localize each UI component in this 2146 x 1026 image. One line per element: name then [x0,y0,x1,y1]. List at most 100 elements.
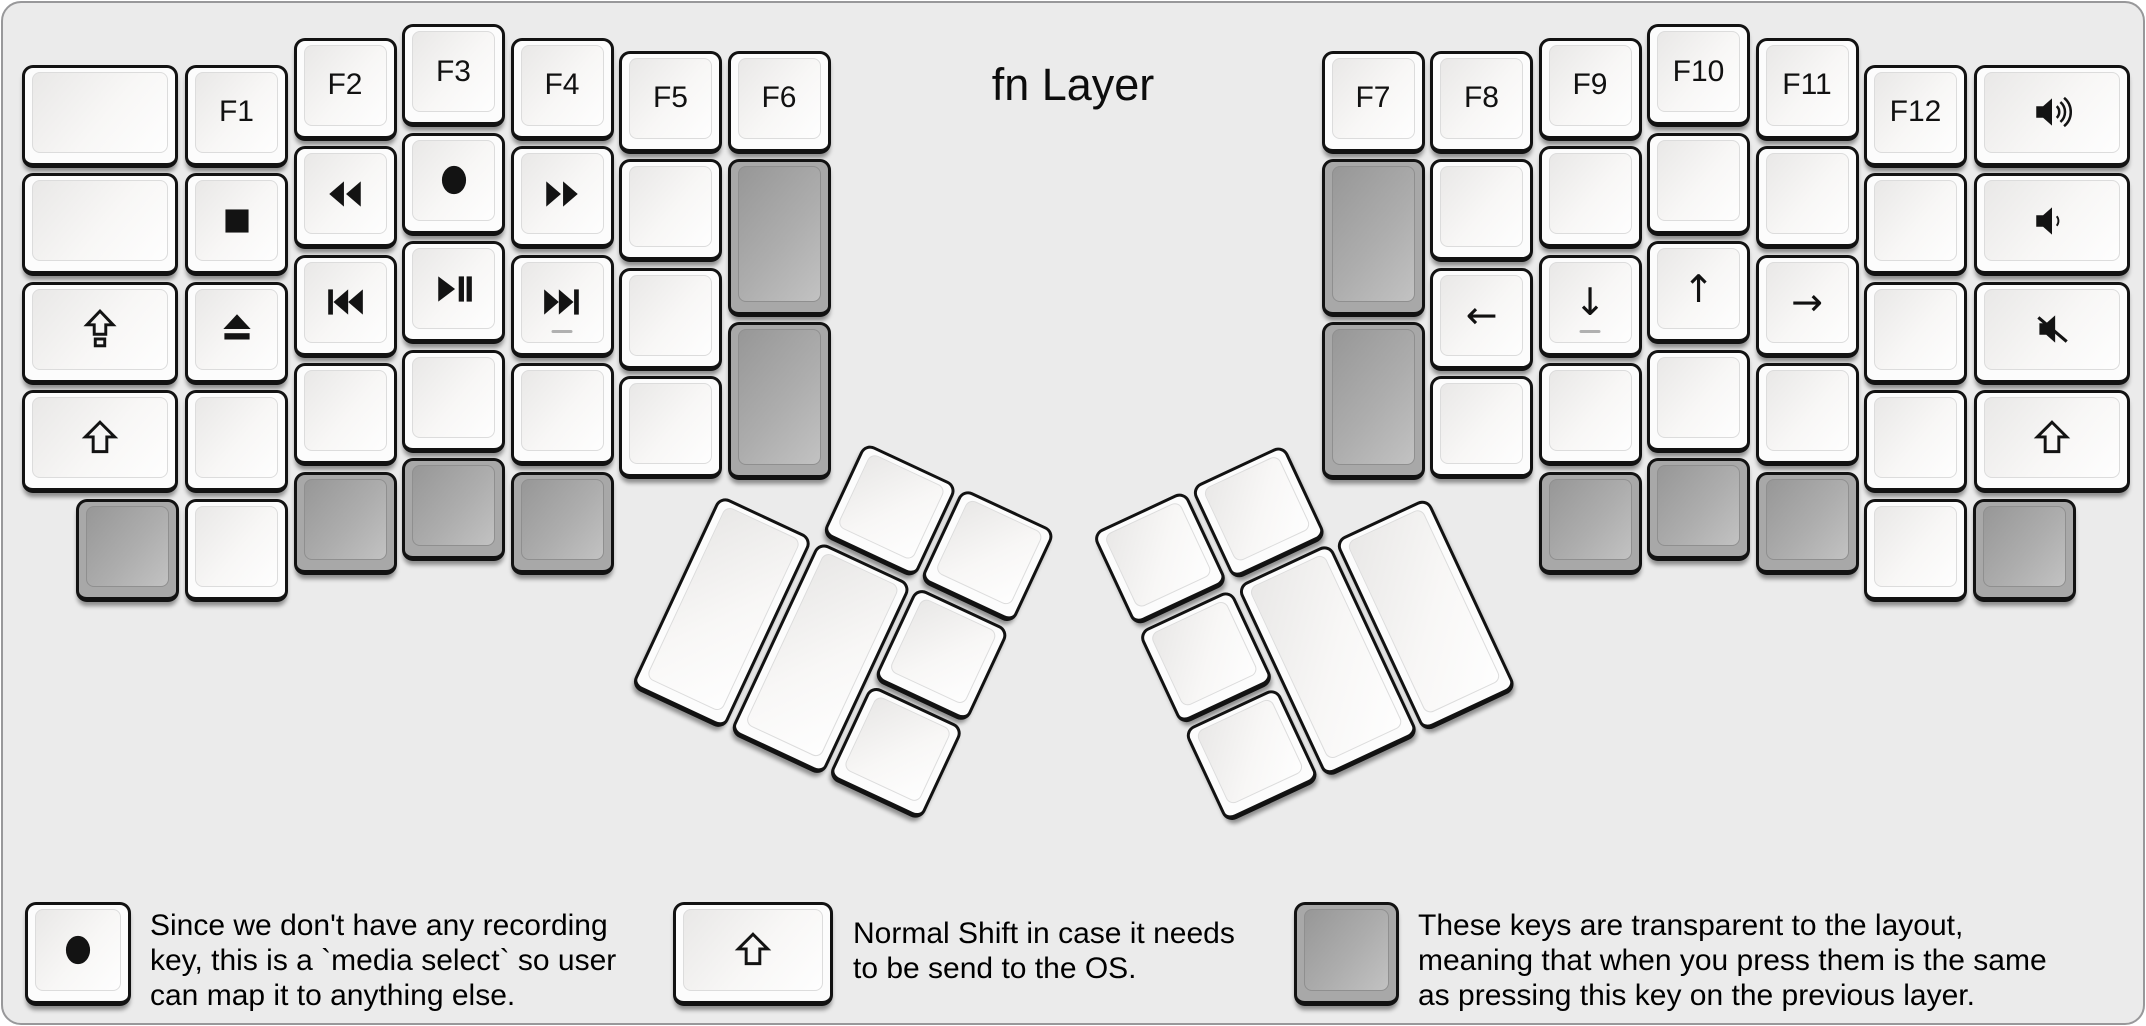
key-blank[interactable] [1864,498,1967,602]
key-transparent[interactable] [510,471,614,575]
key-label: F5 [652,81,688,114]
key-blank[interactable] [185,390,288,493]
key-next-track[interactable] [510,254,614,358]
key-blank[interactable] [1647,349,1750,453]
keytop [1304,909,1389,991]
keytop [520,153,604,234]
key-blank[interactable] [619,159,722,262]
key-blank[interactable] [1864,281,1967,385]
key-f8[interactable]: F8 [1430,50,1533,154]
key-play-pause[interactable] [402,241,505,344]
legend-line: Since we don't have any recording [150,909,608,942]
key-mute[interactable] [1974,281,2130,385]
key-f6[interactable]: F6 [727,50,831,154]
keytop [520,261,604,343]
keytop [195,288,278,370]
keytop [32,71,168,153]
key-transparent[interactable] [1321,322,1425,480]
keytop: F7 [1331,57,1415,139]
mute-icon [2037,315,2068,343]
layer-title: fn Layer [991,59,1155,110]
arrow-up-icon: ↑ [1682,266,1715,311]
key-blank[interactable] [1430,376,1533,479]
key-label: F4 [544,68,580,101]
keytop [32,288,168,370]
key-f5[interactable]: F5 [619,50,722,154]
key-label: F9 [1572,68,1608,101]
volume-down-icon [2036,206,2060,235]
key-eject[interactable] [185,281,288,385]
key-f7[interactable]: F7 [1321,50,1425,154]
key-blank[interactable] [1755,363,1859,466]
key-prev-track[interactable] [293,254,397,358]
key-label: F6 [761,81,797,114]
key-blank[interactable] [402,349,505,453]
key-arrow-up[interactable]: ↑ [1647,241,1750,344]
key-transparent[interactable] [1973,498,2076,602]
homing-bar [551,329,573,333]
key-blank[interactable] [185,498,288,602]
key-blank[interactable] [619,376,722,479]
keytop [683,909,823,991]
keytop [1765,370,1849,451]
key-blank[interactable] [1864,390,1967,493]
key-label: F2 [327,68,363,101]
key-f2[interactable]: F2 [293,37,397,141]
key-f1[interactable]: F1 [185,64,288,168]
key-label: F11 [1782,68,1832,101]
key-label: F7 [1355,81,1391,114]
keytop [1548,370,1632,451]
key-shift[interactable] [1974,390,2130,493]
key-shift-lock[interactable] [22,281,178,385]
keytop [520,478,604,560]
key-blank[interactable] [510,363,614,466]
key-volume-up[interactable] [1974,64,2130,168]
key-transparent[interactable] [727,159,831,317]
record-icon [441,165,466,195]
key-blank[interactable] [22,64,178,168]
key-blank[interactable] [1864,173,1967,276]
key-shift[interactable] [22,390,178,493]
key-arrow-right[interactable]: → [1755,254,1859,358]
key-blank[interactable] [1647,132,1750,236]
key-stop[interactable] [185,173,288,276]
stop-icon [224,208,249,233]
key-arrow-down[interactable]: ↓ [1538,254,1642,358]
key-blank[interactable] [1538,146,1642,249]
keytop [629,166,712,247]
key-fast-forward[interactable] [510,146,614,249]
key-transparent[interactable] [1321,159,1425,317]
key-transparent[interactable] [402,458,505,561]
key-f4[interactable]: F4 [510,37,614,141]
volume-up-icon [2036,96,2073,128]
key-f10[interactable]: F10 [1647,24,1750,127]
key-transparent[interactable] [293,471,397,575]
legend-transparent-key [1294,902,1399,1006]
legend-record-key [25,902,131,1006]
key-blank[interactable] [619,267,722,371]
key-volume-down[interactable] [1974,173,2130,276]
key-label: F10 [1672,54,1725,88]
key-record[interactable] [402,132,505,236]
key-f11[interactable]: F11 [1755,37,1859,141]
key-transparent[interactable] [1538,471,1642,575]
key-rewind[interactable] [293,146,397,249]
key-blank[interactable] [22,173,178,276]
key-blank[interactable] [1755,146,1859,249]
key-transparent[interactable] [1755,471,1859,575]
key-f12[interactable]: F12 [1864,64,1967,168]
keytop [195,180,278,261]
key-arrow-left[interactable]: ← [1430,267,1533,371]
key-transparent[interactable] [76,498,179,602]
key-blank[interactable] [1430,159,1533,262]
key-blank[interactable] [1538,363,1642,466]
key-transparent[interactable] [1647,458,1750,561]
key-f9[interactable]: F9 [1538,37,1642,141]
key-blank[interactable] [293,363,397,466]
key-f3[interactable]: F3 [402,24,505,127]
keytop [412,465,495,546]
keytop [1984,288,2120,370]
key-transparent[interactable] [727,322,831,480]
legend-line: as pressing this key on the previous lay… [1418,979,1975,1012]
